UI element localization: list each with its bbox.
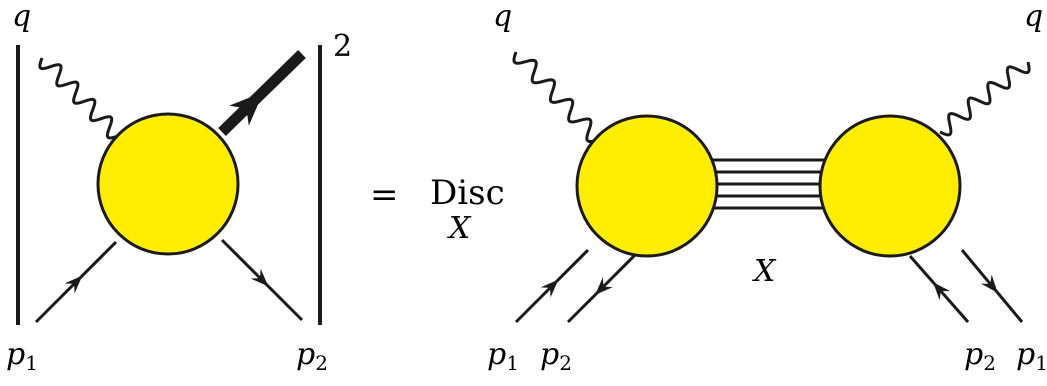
left-in-momentum-label: p1 <box>6 337 38 375</box>
disc-subscript: X <box>449 211 471 246</box>
squared-exponent: 2 <box>333 29 353 64</box>
left-photon-line <box>38 57 119 140</box>
right-bl1-sub: 1 <box>506 351 519 375</box>
right-br1-sub: 2 <box>983 351 996 375</box>
right-out-fermion-p2-arrow <box>595 277 613 295</box>
left-in-momentum-sub: 1 <box>25 351 38 375</box>
right-photon-left-line <box>512 51 599 143</box>
right-out-fermion-p1-arrow <box>980 274 998 293</box>
left-out-momentum-label: p2 <box>296 337 328 375</box>
right-blob-right <box>818 114 962 258</box>
right-photon-right-label: q <box>1024 0 1044 34</box>
left-blob <box>96 112 240 256</box>
right-br2-sub: 1 <box>1035 351 1047 375</box>
right-bottom-right-label-2: p1 <box>1016 337 1047 375</box>
right-br1-base: p <box>964 337 984 372</box>
right-bottom-left-label-1: p1 <box>487 337 519 375</box>
left-out-fermion-arrow <box>250 268 269 287</box>
right-bottom-right-label-1: p2 <box>964 337 996 375</box>
left-out-momentum-base: p <box>296 337 316 372</box>
left-photon-label: q <box>12 0 32 34</box>
right-photon-left-label: q <box>493 0 513 34</box>
intermediate-state-label: X <box>754 254 776 289</box>
right-br2-base: p <box>1016 337 1036 372</box>
right-in-fermion-p2-arrow <box>933 282 951 301</box>
left-out-momentum-sub: 2 <box>315 351 328 375</box>
right-blob-left <box>575 114 719 258</box>
left-in-momentum-base: p <box>6 337 26 372</box>
right-bl2-sub: 2 <box>559 351 572 375</box>
heavy-outgoing-arrow <box>229 91 264 126</box>
right-in-fermion-p1-arrow <box>540 279 559 298</box>
right-photon-right-line <box>939 61 1031 137</box>
disc-word: Disc <box>430 173 505 213</box>
right-bl1-base: p <box>487 337 507 372</box>
right-bl2-base: p <box>540 337 560 372</box>
right-bottom-left-label-2: p2 <box>540 337 572 375</box>
left-in-fermion-arrow <box>64 275 83 294</box>
equals-sign: = <box>370 175 399 215</box>
